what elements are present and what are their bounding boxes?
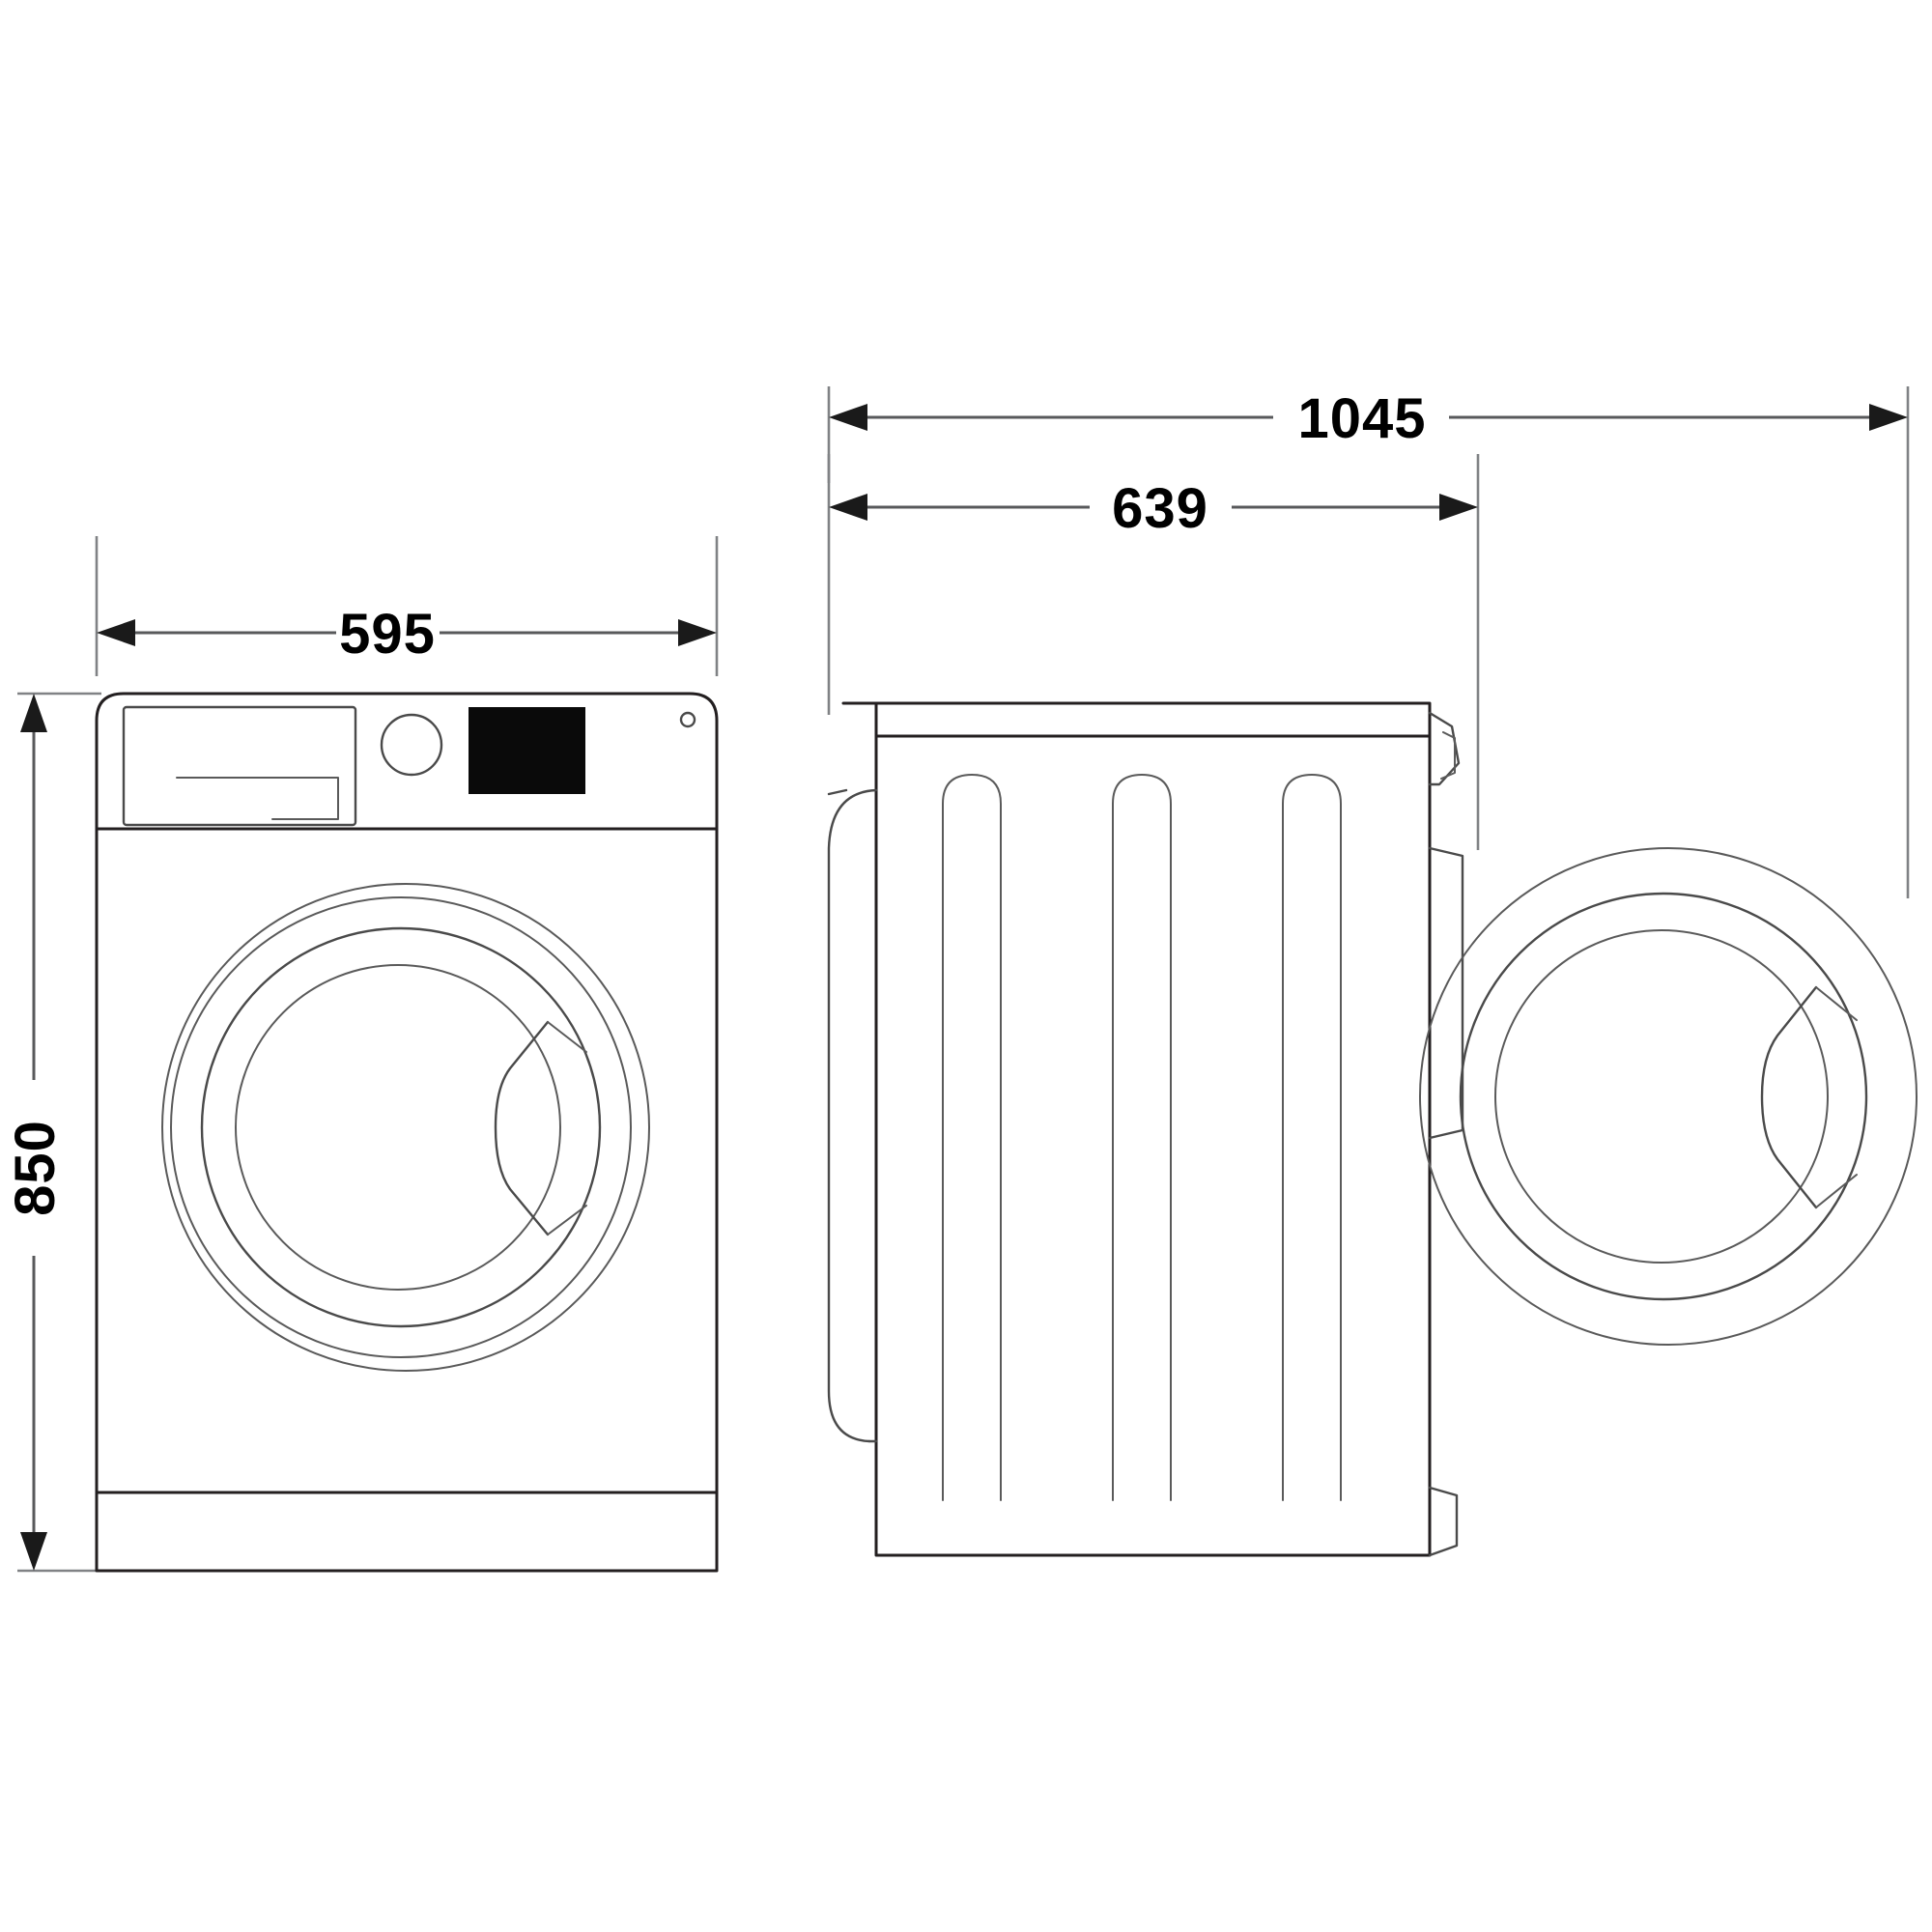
- dimension-label-595: 595: [339, 603, 436, 666]
- door-hinge-bracket: [827, 788, 848, 796]
- arrowhead-639-right: [1439, 494, 1478, 521]
- arrowhead-639-left: [829, 494, 867, 521]
- arrowhead-595-right: [678, 619, 717, 646]
- open-door-handle-edge-top: [1815, 986, 1858, 1021]
- side-panel-channel-1: [942, 774, 1002, 1501]
- detergent-drawer[interactable]: [122, 705, 357, 827]
- rear-top-bracket: [1428, 711, 1461, 786]
- open-door-outer-ring: [1419, 847, 1918, 1346]
- dimension-label-1045: 1045: [1297, 387, 1426, 450]
- side-panel-channel-2: [1112, 774, 1172, 1501]
- dimension-label-850: 850: [4, 1120, 67, 1216]
- program-selector-knob[interactable]: [380, 713, 443, 777]
- worktop-rail: [841, 701, 1432, 738]
- door-outer-ring: [161, 883, 650, 1372]
- cabinet-side-panel: [874, 734, 1432, 1557]
- open-door-handle-edge-bottom: [1815, 1174, 1858, 1208]
- front-view: [95, 692, 719, 1573]
- open-door-inner-ring: [1459, 892, 1868, 1301]
- door-outer-ring-inner-edge: [170, 896, 632, 1358]
- arrowhead-850-top: [20, 694, 47, 732]
- rear-mid-bracket: [1428, 846, 1464, 1140]
- dimension-label-639: 639: [1112, 477, 1208, 540]
- cabinet-outline: [95, 692, 719, 1573]
- display-panel: [469, 707, 585, 794]
- dimension-639-depth: 639: [827, 454, 1480, 850]
- open-door-glass: [1494, 929, 1829, 1264]
- dimension-595-width: 595: [95, 536, 719, 676]
- door-handle[interactable]: [494, 1020, 550, 1236]
- side-panel-channel-3: [1282, 774, 1342, 1501]
- dimension-850-height: 850: [4, 692, 101, 1573]
- arrowhead-1045-right: [1869, 404, 1908, 431]
- door-glass: [235, 964, 561, 1291]
- door-handle-edge-top: [547, 1021, 587, 1053]
- rear-bottom-bracket: [1428, 1486, 1459, 1557]
- arrowhead-595-left: [97, 619, 135, 646]
- indicator-light: [679, 711, 696, 728]
- door-assembly[interactable]: [161, 883, 650, 1372]
- front-edge-profile: [827, 788, 878, 1443]
- side-view: [827, 701, 1464, 1557]
- dimension-1045-depth-open: 1045: [827, 386, 1910, 898]
- arrowhead-1045-left: [829, 404, 867, 431]
- door-inner-ring: [200, 926, 602, 1328]
- open-door-view[interactable]: [1419, 847, 1918, 1346]
- rear-top-bracket-inner: [1440, 731, 1456, 780]
- detergent-drawer-handle[interactable]: [176, 777, 339, 820]
- open-door-handle[interactable]: [1760, 985, 1818, 1209]
- arrowhead-850-bottom: [20, 1532, 47, 1571]
- control-panel[interactable]: [122, 705, 696, 827]
- door-handle-edge-bottom: [547, 1205, 587, 1236]
